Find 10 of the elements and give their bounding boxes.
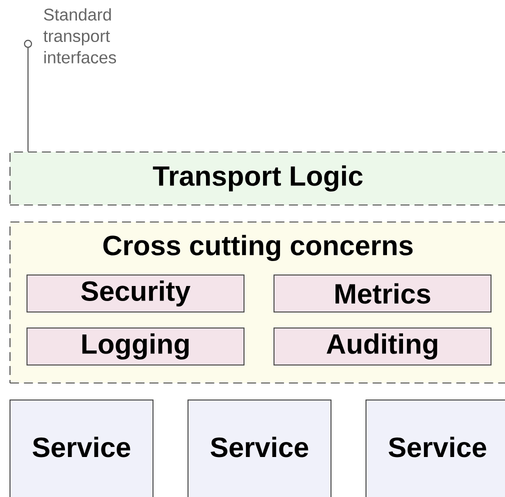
concern-box: Metrics — [274, 274, 492, 312]
concern-box: Logging — [26, 327, 244, 366]
transport-band: Transport Logic — [9, 151, 505, 206]
concern-box: Auditing — [274, 327, 492, 366]
service-box: Service — [10, 399, 154, 497]
lollipop-connector — [24, 40, 32, 152]
service-box: Service — [188, 399, 332, 497]
service-box: Service — [366, 399, 505, 497]
note: Standard transport interfaces — [43, 8, 116, 64]
concern-box: Security — [26, 274, 244, 312]
